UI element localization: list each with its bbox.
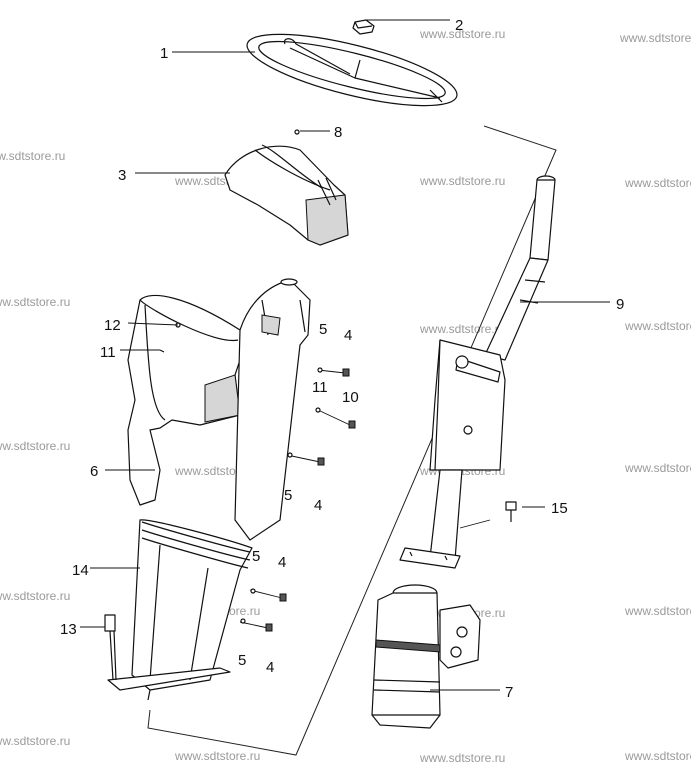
callout-8: 8 xyxy=(334,124,342,141)
callout-2: 2 xyxy=(455,17,463,34)
watermark: www.sdtstore.ru xyxy=(419,322,505,336)
watermark: www.sdtstore.ru xyxy=(624,604,691,618)
watermark: www.sdtstore.ru xyxy=(419,751,505,765)
watermark: www.sdtstore.ru xyxy=(419,27,505,41)
long-bolt-icon xyxy=(104,614,117,681)
callout-1: 1 xyxy=(160,45,168,62)
callout-5-mid: 5 xyxy=(284,487,292,504)
callout-5-lower: 5 xyxy=(252,548,260,565)
steering-wheel-icon xyxy=(246,33,458,107)
callout-5-top: 5 xyxy=(319,321,327,338)
steering-column-icon xyxy=(399,175,556,569)
small-bolt-icon xyxy=(459,501,517,529)
lower-column-housing-icon xyxy=(107,519,253,701)
watermark: www.sdtstore.ru xyxy=(0,295,70,309)
watermark: www.sdtstore.ru xyxy=(0,149,65,163)
callout-9: 9 xyxy=(616,296,624,313)
callout-11-right: 11 xyxy=(312,379,328,396)
watermark: www.sdtstore.ru xyxy=(419,174,505,188)
callout-4-bottom: 4 xyxy=(266,659,274,676)
callout-6: 6 xyxy=(90,463,98,480)
callout-4-lower: 4 xyxy=(278,554,286,571)
steering-cover-icon xyxy=(224,129,349,246)
callout-10: 10 xyxy=(342,389,359,406)
watermark: www.sdtstore.ru xyxy=(0,589,70,603)
watermark: www.sdtstore.ru xyxy=(624,176,691,190)
watermark: www.sdtstore.ru xyxy=(624,461,691,475)
callout-12: 12 xyxy=(104,317,121,334)
leader-lines xyxy=(80,19,610,691)
callout-3: 3 xyxy=(118,167,126,184)
watermark: www.sdtstore.ru xyxy=(0,439,70,453)
steering-unit-icon xyxy=(371,584,481,729)
callout-4-mid: 4 xyxy=(314,497,322,514)
callout-11-left: 11 xyxy=(100,344,116,361)
assembly-frame xyxy=(147,125,557,756)
callout-4-top: 4 xyxy=(344,327,352,344)
watermark: www.sdtstore.ru xyxy=(0,734,70,748)
callout-5-bottom: 5 xyxy=(238,652,246,669)
bolt-set xyxy=(159,322,356,632)
steering-column-shroud-icon xyxy=(127,278,311,541)
watermark: www.sdtstore.ru xyxy=(174,749,260,763)
watermark: www.sdtstore.ru xyxy=(624,319,691,333)
callout-labels: 1 2 3 8 9 12 11 5 4 11 10 6 5 4 15 5 4 1… xyxy=(60,17,624,701)
watermark: www.sdtstore.ru xyxy=(624,749,691,763)
callout-15: 15 xyxy=(551,500,568,517)
callout-7: 7 xyxy=(505,684,513,701)
watermark: www.sdtstore.ru xyxy=(619,31,691,45)
nut-icon xyxy=(352,19,375,35)
callout-13: 13 xyxy=(60,621,77,638)
callout-14: 14 xyxy=(72,562,89,579)
